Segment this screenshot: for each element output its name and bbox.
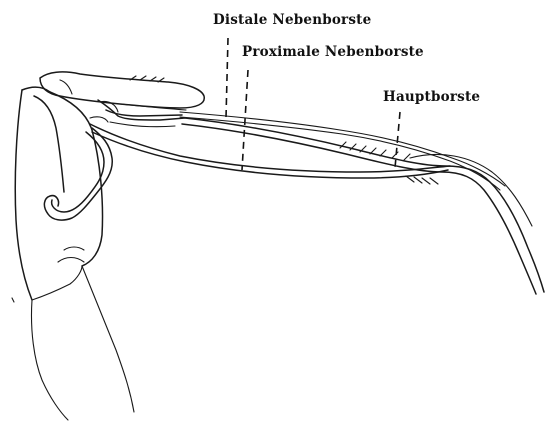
- leader-proximale: [242, 70, 248, 170]
- lower-leg-segment: [12, 266, 134, 420]
- hauptborste: [182, 118, 544, 294]
- label-distale-nebenborste: Distale Nebenborste: [213, 12, 371, 28]
- leader-distale: [226, 38, 228, 118]
- label-proximale-nebenborste: Proximale Nebenborste: [242, 44, 424, 60]
- bristle-bases: [98, 100, 186, 127]
- label-hauptborste: Hauptborste: [383, 89, 480, 105]
- coiled-duct: [44, 101, 118, 220]
- upper-lobe: [40, 72, 204, 108]
